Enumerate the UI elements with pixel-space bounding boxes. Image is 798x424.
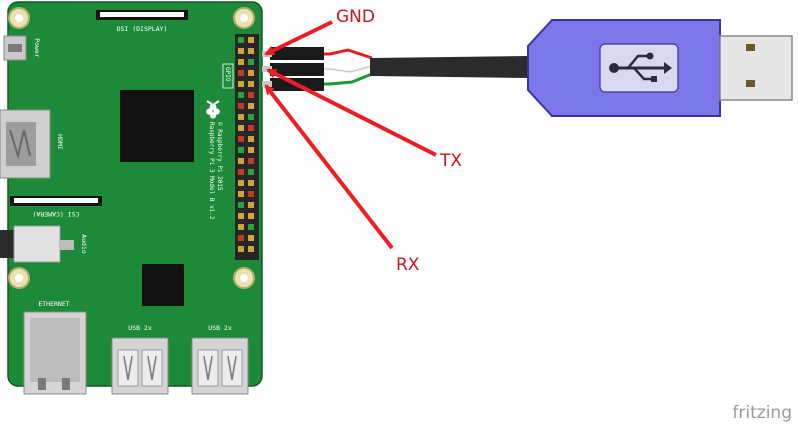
gpio-pin	[248, 180, 254, 186]
gpio-pin	[248, 202, 254, 208]
usb1-label: USB 2x	[128, 324, 152, 332]
hdmi-connector: HDMI	[0, 109, 64, 179]
gpio-pin	[238, 191, 244, 197]
power-connector: Power	[3, 35, 41, 61]
gpio-pin	[248, 59, 254, 65]
cable	[370, 56, 530, 78]
usb-icon	[599, 43, 679, 93]
gpio-pin	[238, 70, 244, 76]
hdmi-label: HDMI	[56, 134, 64, 150]
soc-chip	[120, 90, 194, 162]
arrow-rx	[264, 84, 394, 250]
gpio-pin	[248, 92, 254, 98]
wire-connector-2	[270, 63, 324, 76]
gpio-pin	[238, 136, 244, 142]
gpio-pin	[238, 114, 244, 120]
dsi-label: DSI (DISPLAY)	[117, 25, 168, 33]
gpio-pin	[238, 158, 244, 164]
arrow-tx	[266, 68, 437, 157]
gpio-pin	[248, 48, 254, 54]
usb-port-1: USB 2x	[111, 324, 169, 395]
csi-label: CSI (CAMERA)	[33, 210, 80, 218]
gpio-pin	[238, 37, 244, 43]
usb-port-2: USB 2x	[191, 324, 249, 395]
gpio-pin	[248, 37, 254, 43]
copyright-text: © Raspberry Pi 2015	[216, 122, 223, 191]
audio-jack: Audio	[0, 225, 88, 263]
gpio-pin	[238, 147, 244, 153]
model-text: Raspberry Pi 3 Model B v1.2	[208, 122, 215, 220]
gpio-label: GPIO	[224, 67, 231, 82]
gpio-pin	[248, 169, 254, 175]
gpio-pin	[238, 48, 244, 54]
ethernet-label: ETHERNET	[38, 300, 69, 308]
gpio-pin	[238, 213, 244, 219]
gpio-pin	[248, 147, 254, 153]
mounting-holes	[8, 7, 255, 289]
usb-serial-cable	[370, 19, 793, 117]
gpio-pin	[238, 180, 244, 186]
gpio-pin	[248, 81, 254, 87]
gpio-pin	[238, 235, 244, 241]
gpio-pin	[238, 202, 244, 208]
gpio-pin	[238, 81, 244, 87]
gpio-label-box: GPIO	[222, 63, 234, 89]
arrow-gnd	[264, 20, 333, 56]
gnd-label: GND	[336, 7, 375, 27]
power-label: Power	[33, 38, 41, 58]
rx-label: RX	[396, 255, 420, 275]
gpio-pin	[238, 125, 244, 131]
audio-label: Audio	[80, 234, 88, 254]
gpio-pin	[248, 224, 254, 230]
gpio-pin	[248, 158, 254, 164]
gpio-pin	[248, 114, 254, 120]
usb2-label: USB 2x	[208, 324, 232, 332]
raspberry-logo-icon	[206, 100, 220, 119]
usb-controller-chip	[142, 264, 184, 306]
gpio-pin	[238, 246, 244, 252]
gpio-pin	[248, 213, 254, 219]
gpio-pin	[238, 103, 244, 109]
gpio-pin	[248, 125, 254, 131]
callout-arrows	[264, 20, 437, 250]
gpio-pin	[238, 224, 244, 230]
gpio-pin	[248, 246, 254, 252]
gpio-pin	[238, 59, 244, 65]
gpio-pin	[238, 169, 244, 175]
gpio-pin	[248, 103, 254, 109]
raspberry-pi-board: DSI (DISPLAY) Power HDMI CSI (CAMERA) Au…	[0, 1, 263, 395]
gpio-pin	[248, 70, 254, 76]
gpio-pin	[238, 92, 244, 98]
fritzing-watermark: fritzing	[732, 403, 792, 423]
jumper-wires	[262, 47, 373, 91]
gpio-pin	[248, 136, 254, 142]
usb-plug-metal	[719, 35, 793, 101]
gpio-pin	[248, 191, 254, 197]
tx-label: TX	[439, 151, 462, 171]
csi-connector: CSI (CAMERA)	[10, 196, 102, 218]
gpio-pin	[248, 235, 254, 241]
gpio-header	[235, 34, 259, 260]
wire-connector-1	[270, 47, 324, 60]
ethernet-port: ETHERNET	[23, 300, 87, 395]
dsi-connector: DSI (DISPLAY)	[96, 10, 188, 33]
